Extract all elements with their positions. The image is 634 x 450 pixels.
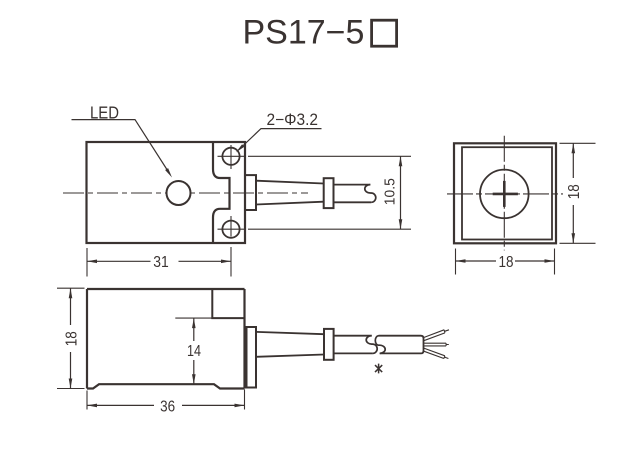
svg-text:18: 18 bbox=[566, 184, 583, 199]
svg-text:2−Φ3.2: 2−Φ3.2 bbox=[267, 111, 319, 129]
svg-text:PS17−5: PS17−5 bbox=[243, 14, 365, 52]
svg-text:10.5: 10.5 bbox=[383, 178, 399, 205]
svg-text:36: 36 bbox=[160, 399, 175, 416]
svg-text:14: 14 bbox=[187, 343, 201, 360]
svg-text:18: 18 bbox=[499, 254, 514, 271]
svg-text:LED: LED bbox=[90, 103, 119, 123]
svg-text:31: 31 bbox=[153, 254, 169, 271]
svg-text:18: 18 bbox=[63, 331, 80, 346]
